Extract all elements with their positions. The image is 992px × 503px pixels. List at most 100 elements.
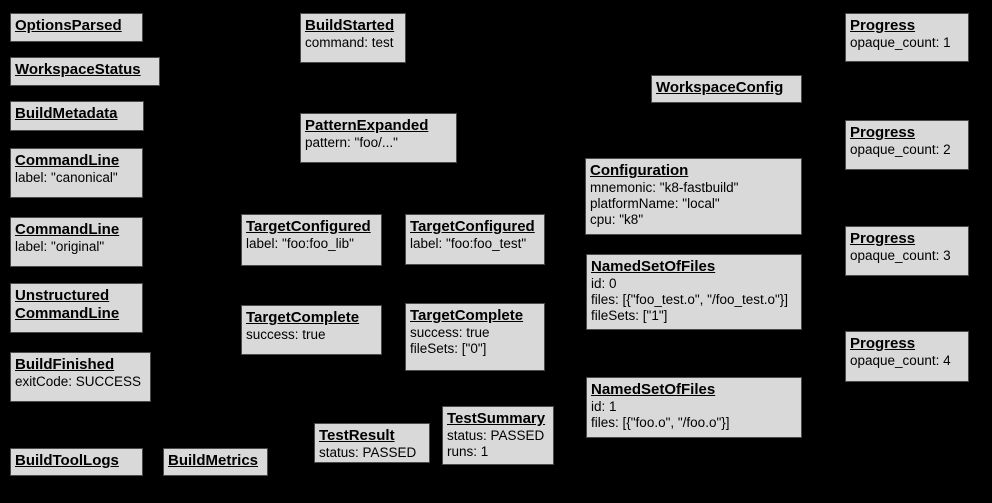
event-node-build-metadata: BuildMetadata — [10, 101, 144, 131]
event-node-title: TargetConfigured — [246, 218, 377, 236]
event-node-title: OptionsParsed — [15, 17, 138, 35]
event-node-title-line: TargetConfigured — [410, 218, 535, 235]
event-node-title: Configuration — [590, 162, 797, 180]
event-node-body-line: platformName: "local" — [590, 196, 720, 211]
event-node-title-line: NamedSetOfFiles — [591, 258, 716, 275]
event-node-body-line: id: 1 — [591, 399, 617, 414]
event-node-body-line: opaque_count: 2 — [850, 142, 951, 157]
event-node-title-line: BuildMetadata — [15, 105, 118, 122]
event-node-title: TargetConfigured — [410, 218, 540, 236]
event-node-title: WorkspaceConfig — [656, 79, 797, 97]
event-node-title: NamedSetOfFiles — [591, 258, 797, 276]
event-node-body: opaque_count: 1 — [850, 35, 964, 51]
event-node-title-line: TargetConfigured — [246, 218, 371, 235]
event-node-title-line: BuildMetrics — [168, 452, 259, 469]
event-node-title: TargetComplete — [246, 309, 377, 327]
event-node-title-line: BuildToolLogs — [15, 452, 119, 469]
event-node-title: CommandLine — [15, 221, 138, 239]
event-node-title-line: Unstructured — [15, 287, 110, 304]
event-node-body-line: success: true — [246, 327, 326, 342]
event-node-title: TestResult — [319, 427, 425, 445]
event-node-body-line: label: "canonical" — [15, 170, 118, 185]
event-node-body-line: opaque_count: 1 — [850, 35, 951, 50]
event-node-title: Progress — [850, 124, 964, 142]
event-node-title-line: Progress — [850, 230, 916, 247]
event-node-title: Progress — [850, 17, 964, 35]
event-node-body: success: true — [246, 327, 377, 343]
event-node-body-line: label: "foo:foo_lib" — [246, 236, 354, 251]
event-node-title: Progress — [850, 230, 964, 248]
event-node-body: mnemonic: "k8-fastbuild"platformName: "l… — [590, 180, 797, 228]
event-node-body-line: success: true — [410, 325, 490, 340]
event-node-title: TargetComplete — [410, 307, 540, 325]
event-node-body-line: mnemonic: "k8-fastbuild" — [590, 180, 739, 195]
event-node-body: opaque_count: 2 — [850, 142, 964, 158]
event-node-title-line: CommandLine — [15, 152, 120, 169]
event-node-title: NamedSetOfFiles — [591, 381, 797, 399]
event-node-title-line: OptionsParsed — [15, 17, 122, 34]
event-node-title: TestSummary — [447, 410, 549, 428]
event-node-options-parsed: OptionsParsed — [10, 13, 143, 42]
event-node-body-line: opaque_count: 4 — [850, 353, 951, 368]
event-node-body: opaque_count: 3 — [850, 248, 964, 264]
event-node-body: opaque_count: 4 — [850, 353, 964, 369]
event-node-body-line: exitCode: SUCCESS — [15, 374, 142, 389]
event-node-title: WorkspaceStatus — [15, 61, 155, 79]
event-node-title: BuildToolLogs — [15, 452, 138, 470]
event-node-title-line: TargetComplete — [246, 309, 360, 326]
event-node-title: BuildFinished — [15, 356, 146, 374]
event-node-body-line: files: [{"foo_test.o", "/foo_test.o"}] — [591, 292, 789, 307]
event-node-body-line: label: "foo:foo_test" — [410, 236, 527, 251]
event-node-body: pattern: "foo/..." — [305, 135, 452, 151]
event-node-title: CommandLine — [15, 152, 138, 170]
event-node-workspace-status: WorkspaceStatus — [10, 57, 160, 86]
event-node-title-line: NamedSetOfFiles — [591, 381, 716, 398]
event-node-title-line: Progress — [850, 335, 916, 352]
event-node-title-line: Progress — [850, 17, 916, 34]
event-node-body-line: cpu: "k8" — [590, 212, 644, 227]
event-node-body-line: id: 0 — [591, 276, 617, 291]
event-node-body: status: PASSED — [319, 445, 425, 461]
event-node-title-line: TestResult — [319, 427, 395, 444]
event-node-body: exitCode: SUCCESS — [15, 374, 146, 390]
event-node-title-line: WorkspaceStatus — [15, 61, 141, 78]
event-node-title: Progress — [850, 335, 964, 353]
event-node-title-line: BuildFinished — [15, 356, 115, 373]
event-node-body-line: fileSets: ["1"] — [591, 308, 668, 323]
event-node-body: label: "canonical" — [15, 170, 138, 186]
event-node-build-metrics: BuildMetrics — [163, 448, 268, 476]
event-node-body-line: runs: 1 — [447, 444, 489, 459]
event-node-title: BuildMetrics — [168, 452, 263, 470]
event-node-body: label: "foo:foo_lib" — [246, 236, 377, 252]
event-node-title-line: WorkspaceConfig — [656, 79, 784, 96]
event-node-body-line: status: PASSED — [447, 428, 545, 443]
event-node-build-tool-logs: BuildToolLogs — [10, 448, 143, 476]
event-node-body-line: opaque_count: 3 — [850, 248, 951, 263]
event-node-title-line: CommandLine — [15, 221, 120, 238]
event-node-body-line: fileSets: ["0"] — [410, 341, 487, 356]
event-node-body-line: label: "original" — [15, 239, 105, 254]
event-node-body: label: "foo:foo_test" — [410, 236, 540, 252]
event-node-body-line: command: test — [305, 35, 394, 50]
event-node-title: BuildStarted — [305, 17, 401, 35]
